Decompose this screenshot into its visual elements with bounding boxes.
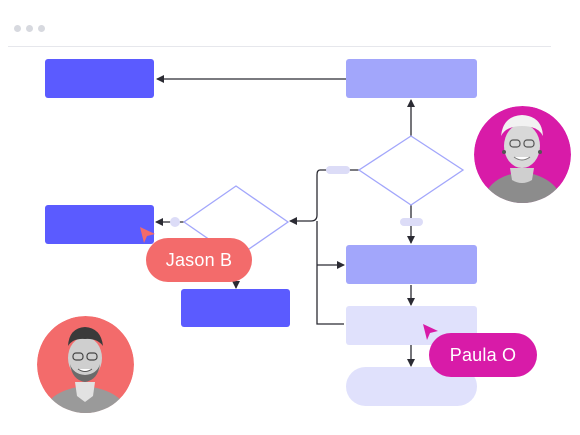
avatar-paula [474, 106, 571, 203]
window-dot [26, 25, 33, 32]
collaborator-name: Paula O [449, 344, 517, 365]
cursor-pointer-icon [423, 324, 438, 340]
collaborator-name: Jason B [165, 249, 233, 270]
window-controls-icon [14, 25, 45, 32]
window-dot [38, 25, 45, 32]
avatar-portrait [474, 106, 571, 203]
collaborator-badge-paula: Paula O [429, 333, 537, 377]
process-box-middle-right[interactable] [346, 245, 477, 284]
decision-diamond-right[interactable] [357, 135, 465, 206]
avatar-portrait [37, 316, 134, 413]
connector-label-left[interactable] [326, 166, 350, 174]
process-box-top-left[interactable] [45, 59, 154, 98]
window-dot [14, 25, 21, 32]
connector-label-down[interactable] [400, 218, 423, 226]
process-box-top-right[interactable] [346, 59, 477, 98]
toolbar-divider [8, 46, 551, 47]
process-box-middle-left[interactable] [45, 205, 154, 244]
avatar-jason [37, 316, 134, 413]
collaborator-badge-jason: Jason B [146, 238, 252, 282]
process-box-bottom-left[interactable] [181, 289, 290, 327]
edge-decision-to-decision [289, 169, 359, 225]
connection-handle[interactable] [170, 217, 180, 227]
edge-bus-to-lower-right [316, 221, 344, 325]
cursor-pointer-icon [140, 227, 155, 243]
